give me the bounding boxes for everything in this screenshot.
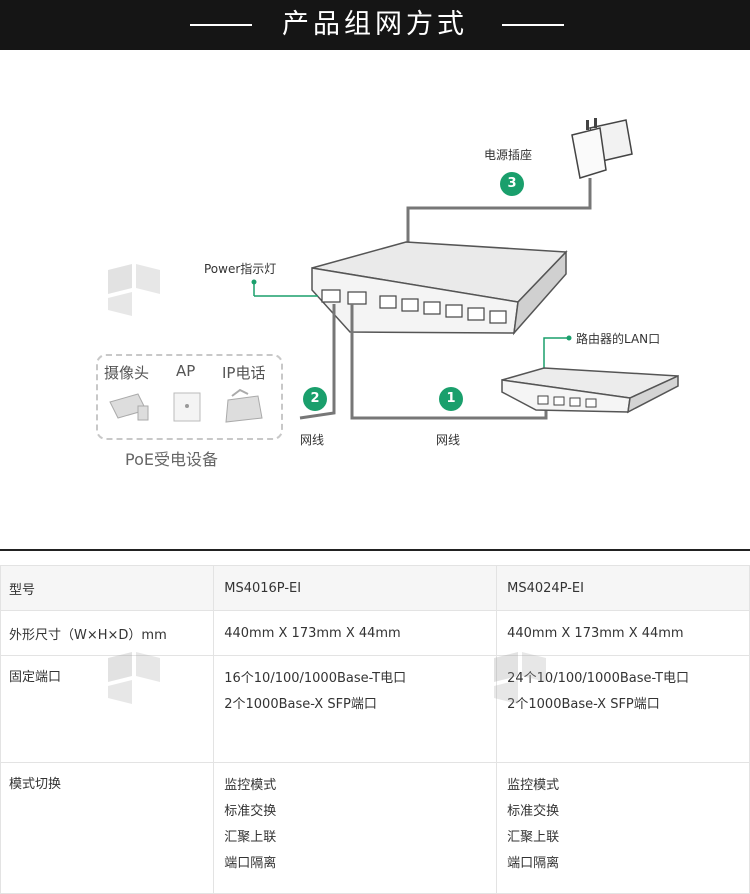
banner-right-rule (502, 24, 564, 26)
section-banner: 产品组网方式 (0, 0, 750, 50)
mode-line: 标准交换 (224, 804, 277, 819)
step-2-badge: 2 (303, 387, 327, 411)
cable-label-left: 网线 (300, 433, 325, 447)
mode-line: 端口隔离 (507, 856, 560, 871)
fixed-ports-ms4016: 16个10/100/1000Base-T电口 2个1000Base-X SFP端… (213, 655, 498, 763)
ip-phone-icon (225, 388, 263, 423)
table-row: 外形尺寸（W×H×D）mm 440mm X 173mm X 44mm 440mm… (0, 610, 750, 656)
spec-table: 型号 MS4016P-EI MS4024P-EI 外形尺寸（W×H×D）mm 4… (0, 565, 750, 894)
poe-device-group (96, 354, 283, 440)
mode-switch-ms4016: 监控模式 标准交换 汇聚上联 端口隔离 (213, 762, 498, 894)
cable-label-right: 网线 (436, 433, 461, 447)
fixed-ports-label: 固定端口 (0, 655, 215, 763)
camera-icon (109, 393, 149, 421)
router-icon (501, 367, 679, 414)
power-adapter-icon (571, 118, 633, 179)
banner-left-rule (190, 24, 252, 26)
header-model-ms4024: MS4024P-EI (496, 565, 750, 611)
section-divider (0, 549, 750, 551)
step-1-badge: 1 (439, 387, 463, 411)
mode-line: 监控模式 (507, 778, 560, 793)
port-line: 24个10/100/1000Base-T电口 (507, 671, 689, 686)
port-line: 16个10/100/1000Base-T电口 (224, 671, 407, 686)
dimensions-ms4016: 440mm X 173mm X 44mm (213, 610, 498, 656)
power-indicator-label: Power指示灯 (204, 262, 277, 276)
table-row: 模式切换 监控模式 标准交换 汇聚上联 端口隔离 监控模式 标准交换 汇聚上联 … (0, 762, 750, 894)
poe-devices-label: PoE受电设备 (125, 450, 218, 469)
table-row: 固定端口 16个10/100/1000Base-T电口 2个1000Base-X… (0, 655, 750, 763)
ap-icon (173, 392, 201, 422)
port-line: 2个1000Base-X SFP端口 (224, 697, 377, 712)
step-3-badge: 3 (500, 172, 524, 196)
diagram-drawing (109, 118, 679, 423)
ip-phone-label: IP电话 (222, 364, 266, 382)
switch-icon (311, 241, 568, 336)
mode-switch-label: 模式切换 (0, 762, 215, 894)
mode-line: 标准交换 (507, 804, 560, 819)
table-row: 型号 MS4016P-EI MS4024P-EI (0, 565, 750, 611)
mode-line: 汇聚上联 (224, 830, 277, 845)
dimensions-label: 外形尺寸（W×H×D）mm (0, 610, 215, 656)
fixed-ports-ms4024: 24个10/100/1000Base-T电口 2个1000Base-X SFP端… (496, 655, 750, 763)
router-lan-label: 路由器的LAN口 (576, 332, 661, 346)
ap-label: AP (176, 362, 196, 380)
power-socket-label: 电源插座 (484, 148, 533, 162)
network-diagram: 电源插座 3 Power指示灯 路由器的LAN口 2 1 网线 网线 摄像头 A… (0, 50, 750, 550)
mode-switch-ms4024: 监控模式 标准交换 汇聚上联 端口隔离 (496, 762, 750, 894)
mode-line: 汇聚上联 (507, 830, 560, 845)
header-model-ms4016: MS4016P-EI (213, 565, 498, 611)
dimensions-ms4024: 440mm X 173mm X 44mm (496, 610, 750, 656)
mode-line: 端口隔离 (224, 856, 277, 871)
section-title: 产品组网方式 (282, 9, 468, 40)
mode-line: 监控模式 (224, 778, 277, 793)
header-model-label: 型号 (0, 565, 215, 611)
port-line: 2个1000Base-X SFP端口 (507, 697, 660, 712)
camera-label: 摄像头 (104, 364, 150, 382)
